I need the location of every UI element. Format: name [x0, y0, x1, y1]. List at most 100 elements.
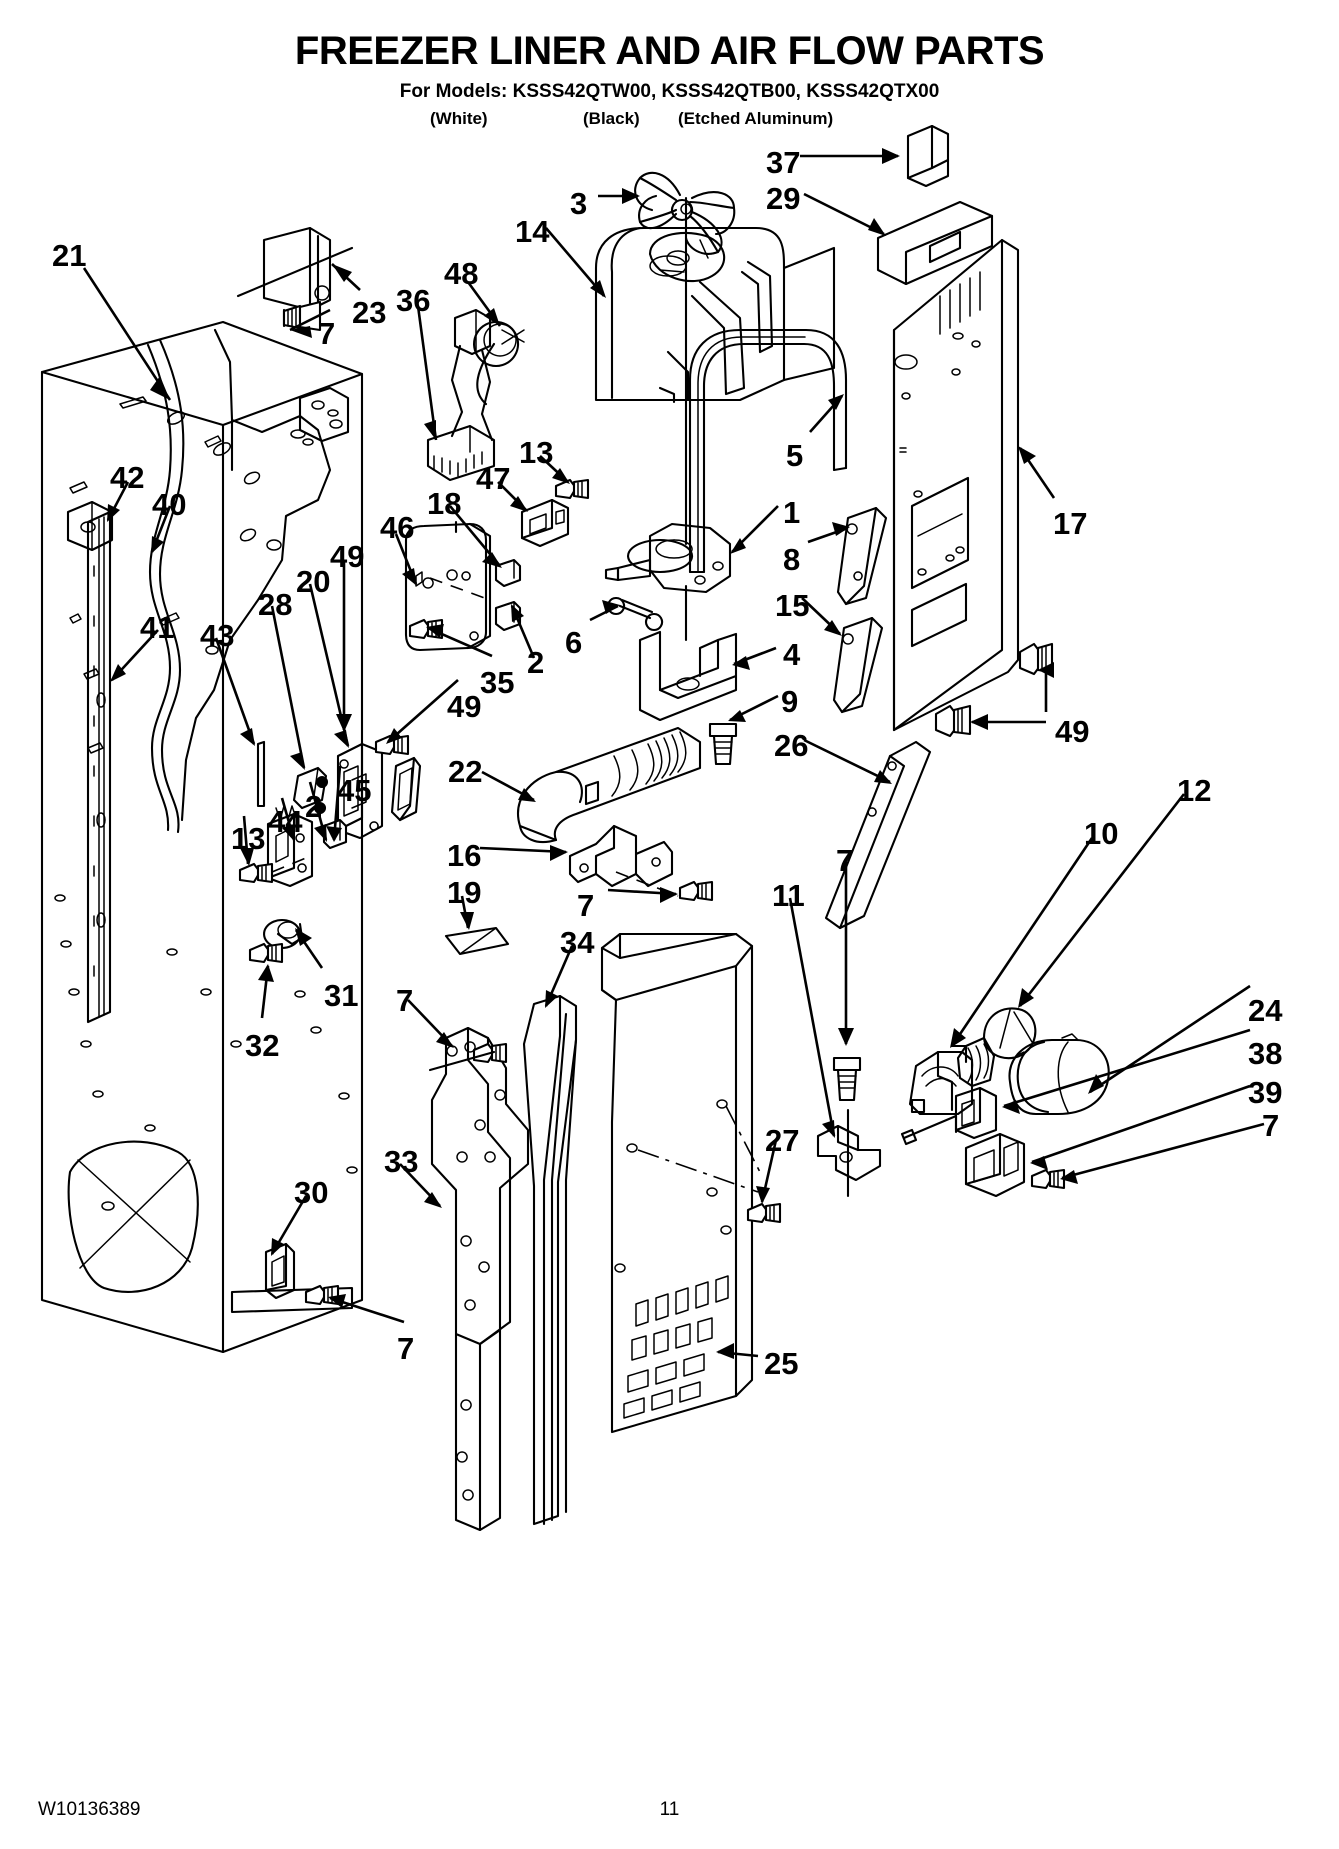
callout-47: 47 [476, 461, 511, 496]
callout-43: 43 [200, 618, 235, 653]
callout-37: 37 [766, 145, 801, 180]
callout-7: 7 [318, 316, 336, 351]
finish-label-2: (Etched Aluminum) [678, 109, 834, 128]
callout-30: 30 [294, 1175, 329, 1210]
callout-20: 20 [296, 564, 331, 599]
part-13-screw-lower [238, 857, 307, 884]
callout-28: 28 [258, 587, 293, 622]
callout-31: 31 [324, 978, 359, 1013]
part-36-wire-harness [426, 308, 525, 482]
part-7-screw-clip [832, 1056, 862, 1102]
part-49-striker [390, 756, 422, 822]
callout-7: 7 [1262, 1108, 1280, 1143]
part-26-trim-strip [824, 740, 932, 930]
callout-4: 4 [783, 637, 801, 672]
part-20-latch-plate [336, 742, 384, 840]
part-5-gasket-loop [688, 328, 848, 574]
part-24-lamp-lens [1008, 1033, 1110, 1116]
part-15-wedge-bracket [832, 616, 884, 714]
part-30-clip [264, 1242, 340, 1306]
part-3-fan-blade [634, 171, 736, 255]
callout-44: 44 [268, 804, 303, 839]
part-18-bushing [494, 558, 522, 588]
callout-14: 14 [515, 214, 550, 249]
callout-7: 7 [397, 1331, 415, 1366]
callout-10: 10 [1084, 816, 1119, 851]
part-43-pin [256, 740, 266, 808]
page-title: FREEZER LINER AND AIR FLOW PARTS [294, 29, 1045, 73]
callout-40: 40 [152, 487, 187, 522]
callout-7: 7 [396, 983, 414, 1018]
callout-16: 16 [447, 838, 482, 873]
part-47-switch-block [520, 498, 570, 548]
callout-2: 2 [527, 645, 545, 680]
finish-label-0: (White) [430, 109, 488, 128]
callout-8: 8 [783, 542, 801, 577]
vent-louvers [623, 1275, 729, 1419]
leader-lines [82, 148, 1265, 1359]
part-19-shim-plate [444, 926, 510, 956]
callout-3: 3 [570, 186, 588, 221]
callout-19: 19 [447, 875, 482, 910]
part-4-u-bracket [638, 584, 738, 722]
callout-33: 33 [384, 1144, 419, 1179]
callout-45: 45 [337, 773, 372, 808]
callout-12: 12 [1177, 773, 1212, 808]
part-22-air-duct-hose [517, 726, 702, 844]
part-38-connector [900, 1086, 998, 1146]
callout-21: 21 [52, 238, 87, 273]
callout-11: 11 [772, 878, 805, 913]
callout-32: 32 [245, 1028, 280, 1063]
part-13-screw-upper [554, 478, 590, 500]
part-33-hinge-bracket [430, 1026, 530, 1532]
part-17-side-panel [892, 238, 1020, 732]
callout-17: 17 [1053, 506, 1088, 541]
part-23-bracket-and-screw [236, 226, 354, 332]
part-7-screw-hinge [428, 1042, 508, 1072]
callout-18: 18 [427, 486, 462, 521]
callout-49: 49 [1055, 714, 1090, 749]
callout-24: 24 [1248, 993, 1283, 1028]
callout-49: 49 [330, 539, 365, 574]
callout-48: 48 [444, 256, 479, 291]
part-11-clip [816, 1108, 882, 1198]
part-49-screw-small [374, 734, 410, 756]
part-31-grommet [248, 918, 304, 964]
callout-7: 7 [577, 888, 595, 923]
page-footer: W10136389 11 [0, 1799, 1339, 1827]
part-7-screw-connector [1030, 1168, 1066, 1190]
callout-25: 25 [764, 1346, 799, 1381]
finish-labels: (White) (Black) (Etched Aluminum) [0, 109, 1339, 135]
callout-22: 22 [448, 754, 483, 789]
models-line: For Models: KSSS42QTW00, KSSS42QTB00, KS… [399, 81, 940, 102]
callout-13: 13 [519, 435, 554, 470]
page-number: 11 [659, 1799, 680, 1820]
callout-26: 26 [774, 728, 809, 763]
callout-23: 23 [352, 295, 387, 330]
part-9-screw [708, 722, 738, 766]
callout-6: 6 [565, 625, 583, 660]
screw-7-top [282, 300, 322, 332]
part-27-screw [746, 1202, 782, 1224]
part-6-link-rod [607, 596, 664, 632]
part-34-duct-rail [522, 994, 578, 1526]
callout-29: 29 [766, 181, 801, 216]
callout-39: 39 [1248, 1075, 1283, 1110]
callout-38: 38 [1248, 1036, 1283, 1071]
part-1-fan-motor [604, 196, 732, 594]
callout-46: 46 [380, 510, 415, 545]
callout-49: 49 [447, 689, 482, 724]
part-10-lamp-socket [908, 1044, 974, 1116]
document-code: W10136389 [38, 1799, 141, 1820]
finish-label-1: (Black) [583, 109, 640, 128]
callout-42: 42 [110, 460, 145, 495]
callout-2: 2 [305, 789, 323, 824]
part-8-wedge-bracket [836, 506, 888, 606]
callout-5: 5 [786, 438, 804, 473]
part-7-screw-mid [678, 880, 714, 902]
callout-9: 9 [781, 684, 799, 719]
callout-13: 13 [231, 821, 266, 856]
